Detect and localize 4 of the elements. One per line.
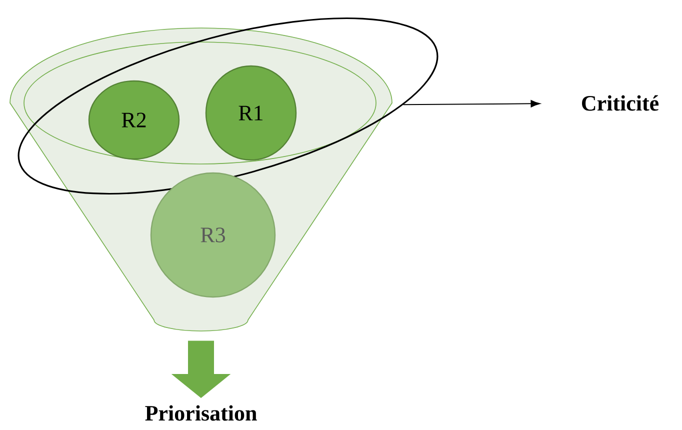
text-label: Criticité [582, 95, 659, 111]
ellipse-outline [18, 18, 438, 194]
text-label: Priorisation [145, 405, 257, 421]
arrow [402, 100, 540, 108]
